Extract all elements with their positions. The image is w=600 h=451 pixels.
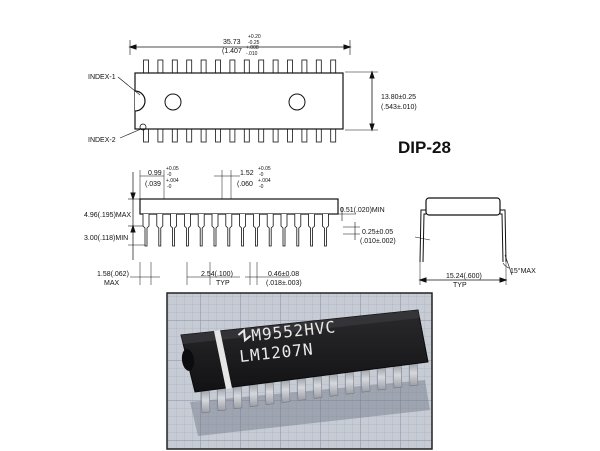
standoff-min-text: 0.51(.020)MIN	[340, 207, 385, 214]
side-pin	[266, 214, 274, 247]
shoulder-inch-tol-plus: +.004	[258, 178, 271, 184]
top-pin-upper	[157, 59, 164, 74]
lead-width-text: 0.46±0.08	[268, 271, 299, 278]
top-pin-lower	[229, 128, 236, 143]
side-pin	[142, 214, 150, 247]
top-pin-upper	[301, 59, 308, 74]
top-pin-upper	[229, 59, 236, 74]
side-pin	[211, 214, 219, 247]
side-pin	[156, 214, 164, 247]
photo-pin-row	[200, 359, 419, 414]
shoulder-inch: (.060	[237, 181, 253, 188]
end-body-outline	[425, 197, 501, 216]
length-inch-tol-minus: -.010	[246, 51, 258, 57]
side-pin	[253, 214, 260, 247]
height-max-text: 4.96(.195)MAX	[84, 212, 131, 219]
top-pin-upper	[186, 59, 193, 74]
side-pin	[225, 214, 233, 247]
top-pin-upper	[243, 59, 250, 74]
top-pin-upper	[315, 59, 322, 74]
shoulder-tol-minus: -0	[259, 172, 264, 178]
seat-min-text: 3.00(.118)MIN	[84, 235, 128, 242]
top-pin-lower	[287, 128, 293, 143]
side-pin	[170, 214, 177, 247]
ejector-mark-left	[164, 93, 182, 111]
pitch-text: 2.54(.100)	[201, 271, 233, 278]
end-view	[414, 197, 513, 285]
side-pin	[184, 214, 191, 247]
top-pin-upper	[272, 59, 279, 74]
length-dim-text: 35.73	[223, 39, 241, 46]
package-title: DIP-28	[398, 138, 451, 157]
package-body-outline	[134, 72, 344, 130]
length-inch-tol-plus: +.008	[246, 45, 259, 51]
pin-width-inch: (.039	[145, 181, 161, 188]
side-pin	[322, 214, 329, 247]
top-pin-lower	[143, 128, 149, 143]
top-pin-upper	[287, 59, 293, 74]
shoulder-inch-tol-minus: -0	[259, 184, 264, 190]
pitch-label: TYP	[216, 280, 230, 287]
top-pin-lower	[186, 128, 193, 143]
pin-width-dim: 0.99	[148, 170, 162, 177]
lead-width-inch-text: (.018±.003)	[266, 280, 302, 287]
row-spacing-label: TYP	[453, 282, 467, 289]
side-pin	[280, 214, 288, 247]
shoulder-dim: 1.52	[240, 170, 254, 177]
length-tol-minus: -0.25	[248, 40, 260, 46]
top-pin-lower	[315, 128, 322, 143]
length-tol-plus: +0.20	[248, 34, 261, 40]
shoulder-tol-plus: +0.05	[258, 166, 271, 172]
angle-text: 15°MAX	[510, 267, 536, 275]
top-pin-upper	[200, 59, 207, 74]
pin-width-tol-minus: -0	[167, 172, 172, 178]
top-pin-lower	[272, 128, 279, 143]
top-pin-upper	[171, 59, 178, 74]
top-pin-lower	[215, 128, 221, 143]
pin-width-tol-plus: +0.05	[166, 166, 179, 172]
top-pin-upper	[258, 59, 265, 74]
top-pin-row-lower	[143, 128, 337, 143]
ns-logo-icon	[237, 328, 252, 343]
top-pin-lower	[301, 128, 308, 143]
side-view	[128, 170, 360, 285]
chip-photo: M9552HVC LM1207N	[166, 292, 433, 450]
ejector-mark-right	[288, 93, 306, 111]
top-pin-lower	[330, 128, 337, 143]
top-pin-lower	[200, 128, 207, 143]
side-pin	[308, 214, 315, 247]
width-inch-text: (.543±.010)	[381, 104, 417, 111]
top-pin-upper	[215, 59, 221, 74]
top-pin-lower	[171, 128, 178, 143]
top-view	[117, 40, 378, 143]
index2-dot	[139, 123, 147, 131]
row-spacing-text: 15.24(.600)	[446, 273, 482, 280]
top-pin-lower	[157, 128, 164, 143]
length-inch-text: (1.407	[222, 48, 242, 55]
side-pin	[197, 214, 205, 247]
index1-label: INDEX-1	[88, 74, 116, 81]
top-pin-row-upper	[143, 59, 337, 74]
side-body-outline	[139, 198, 339, 215]
index-notch	[134, 90, 146, 112]
lead-thick-text: 0.25±0.05	[362, 229, 393, 236]
top-pin-upper	[143, 59, 149, 74]
pin-width-inch-tol-minus: -0	[167, 184, 172, 190]
top-pin-lower	[243, 128, 250, 143]
pin-width-inch-tol-plus: +.004	[166, 178, 179, 184]
index2-label: INDEX-2	[88, 137, 116, 144]
top-pin-lower	[258, 128, 265, 143]
side-pin	[239, 214, 246, 247]
side-pin	[294, 214, 302, 247]
lead-thick-inch-text: (.010±.002)	[360, 238, 396, 245]
end-max-label: MAX	[104, 280, 120, 287]
width-dim-text: 13.80±0.25	[381, 94, 416, 101]
end-max-text: 1.58(.062)	[97, 271, 129, 278]
top-pin-upper	[330, 59, 337, 74]
side-pin-row	[142, 214, 329, 247]
